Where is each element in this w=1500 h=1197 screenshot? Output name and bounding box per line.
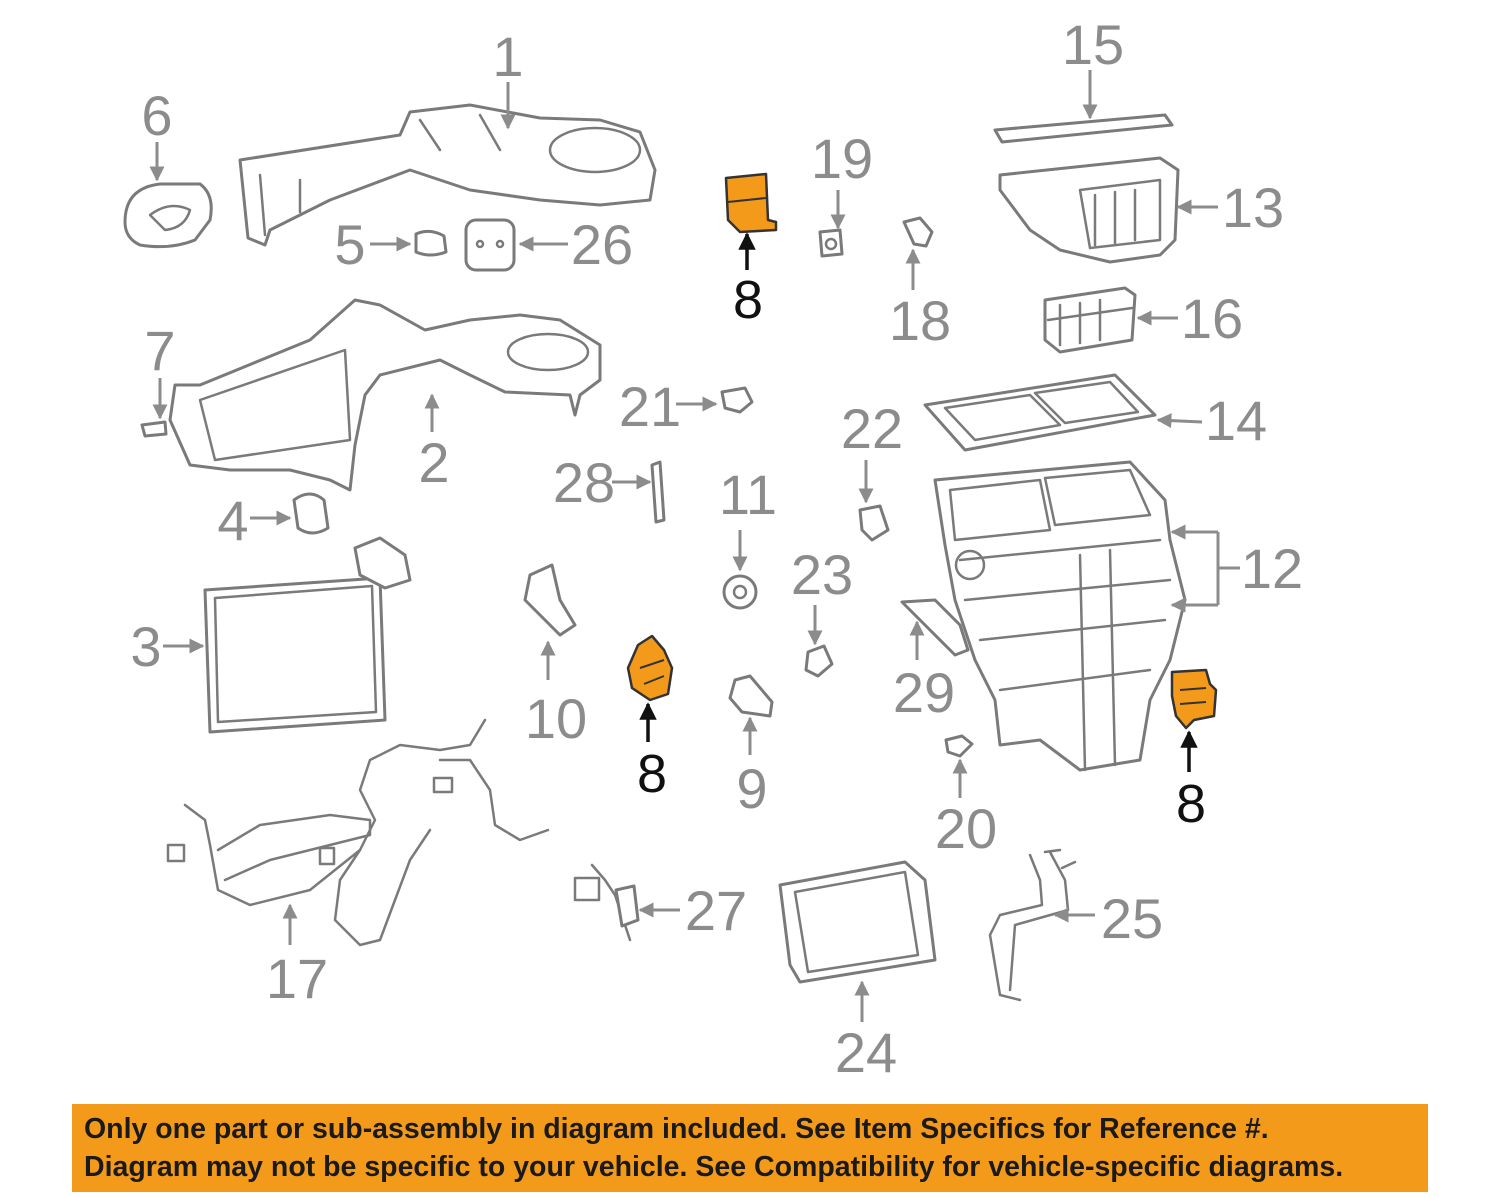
part-8-actuator-right xyxy=(1170,668,1218,730)
svg-text:18: 18 xyxy=(889,289,951,352)
svg-text:8: 8 xyxy=(1176,774,1206,834)
svg-text:15: 15 xyxy=(1062,13,1124,76)
svg-text:21: 21 xyxy=(619,375,681,438)
svg-text:6: 6 xyxy=(141,84,172,147)
callout-8-right: 8 xyxy=(1176,730,1206,834)
part-27-connector xyxy=(573,863,640,942)
part-15-seal xyxy=(993,113,1174,144)
callout-21: 21 xyxy=(619,375,718,438)
callout-14: 14 xyxy=(1156,389,1267,452)
part-12-hvac-housing xyxy=(933,460,1187,772)
callout-24: 24 xyxy=(835,980,897,1084)
callout-15: 15 xyxy=(1062,13,1124,120)
svg-text:8: 8 xyxy=(733,270,763,330)
callout-12: 12 xyxy=(1170,524,1303,613)
part-23-clip xyxy=(804,644,834,678)
svg-text:28: 28 xyxy=(553,451,615,514)
part-25-pipes xyxy=(988,848,1077,1002)
callout-5: 5 xyxy=(334,213,412,276)
part-2-housing xyxy=(168,298,602,492)
part-11-gear xyxy=(722,574,758,610)
svg-text:1: 1 xyxy=(492,25,523,88)
svg-text:4: 4 xyxy=(217,489,248,552)
callout-19: 19 xyxy=(811,127,873,230)
svg-text:5: 5 xyxy=(334,213,365,276)
part-7-clip xyxy=(140,420,168,438)
callout-1: 1 xyxy=(492,25,524,130)
part-18-clip xyxy=(902,216,934,248)
part-22-clip xyxy=(858,504,890,542)
part-8-actuator-middle xyxy=(626,634,674,702)
part-3-evaporator xyxy=(203,536,412,734)
part-21-clip xyxy=(720,386,754,414)
callout-23: 23 xyxy=(791,543,853,646)
svg-text:23: 23 xyxy=(791,543,853,606)
callout-8-middle: 8 xyxy=(637,702,667,804)
part-9-bracket xyxy=(728,674,774,718)
svg-text:24: 24 xyxy=(835,1021,897,1084)
callout-9: 9 xyxy=(736,716,768,820)
callout-17: 17 xyxy=(266,903,328,1010)
svg-text:22: 22 xyxy=(841,397,903,460)
callout-7: 7 xyxy=(144,319,176,420)
svg-text:13: 13 xyxy=(1222,176,1284,239)
callout-2: 2 xyxy=(418,393,450,494)
callout-27: 27 xyxy=(638,879,747,942)
callout-25: 25 xyxy=(1053,887,1163,950)
svg-text:29: 29 xyxy=(893,661,955,724)
callout-22: 22 xyxy=(841,397,903,504)
part-29-duct xyxy=(900,598,970,657)
part-24-heater-core xyxy=(778,860,937,984)
svg-text:17: 17 xyxy=(266,947,328,1010)
svg-text:16: 16 xyxy=(1181,287,1243,350)
callout-28: 28 xyxy=(553,451,652,514)
callout-26: 26 xyxy=(518,213,633,276)
svg-text:2: 2 xyxy=(418,431,449,494)
svg-text:3: 3 xyxy=(130,615,161,678)
part-1-upper-housing xyxy=(238,103,657,247)
svg-text:11: 11 xyxy=(719,463,777,526)
svg-text:9: 9 xyxy=(736,757,767,820)
svg-text:10: 10 xyxy=(525,687,587,750)
part-26-seal-plate xyxy=(464,218,516,272)
svg-text:20: 20 xyxy=(935,797,997,860)
svg-text:19: 19 xyxy=(811,127,873,190)
part-8-actuator-top xyxy=(724,172,778,234)
callout-10: 10 xyxy=(525,640,587,750)
callout-16: 16 xyxy=(1136,287,1243,350)
part-28-link xyxy=(650,460,666,524)
svg-text:8: 8 xyxy=(637,744,667,804)
part-20-pin xyxy=(944,734,974,758)
svg-text:12: 12 xyxy=(1241,537,1303,600)
part-5-grommet xyxy=(414,229,448,257)
callout-11: 11 xyxy=(719,463,777,572)
callout-20: 20 xyxy=(935,758,997,860)
callout-29: 29 xyxy=(893,620,955,724)
disclaimer-banner: Only one part or sub-assembly in diagram… xyxy=(72,1104,1428,1192)
part-19-sensor xyxy=(818,228,844,258)
callout-4: 4 xyxy=(217,489,292,552)
svg-text:7: 7 xyxy=(144,319,175,382)
part-6-cap xyxy=(123,182,213,249)
svg-text:25: 25 xyxy=(1101,887,1163,950)
callout-8-top: 8 xyxy=(733,232,763,330)
callout-6: 6 xyxy=(141,84,173,182)
part-4-seal xyxy=(292,492,330,535)
part-17-wiring-harness xyxy=(166,718,550,947)
callout-3: 3 xyxy=(130,615,205,678)
callout-13: 13 xyxy=(1176,176,1284,239)
disclaimer-line-2: Diagram may not be specific to your vehi… xyxy=(84,1151,1344,1183)
part-13-inlet-housing xyxy=(998,156,1180,264)
svg-text:27: 27 xyxy=(685,879,747,942)
part-10-lever xyxy=(523,563,577,637)
svg-text:14: 14 xyxy=(1205,389,1267,452)
disclaimer-line-1: Only one part or sub-assembly in diagram… xyxy=(84,1113,1269,1145)
svg-text:26: 26 xyxy=(571,213,633,276)
callout-18: 18 xyxy=(889,248,951,352)
part-16-grille xyxy=(1043,286,1137,354)
part-14-filter-cover xyxy=(923,373,1157,452)
